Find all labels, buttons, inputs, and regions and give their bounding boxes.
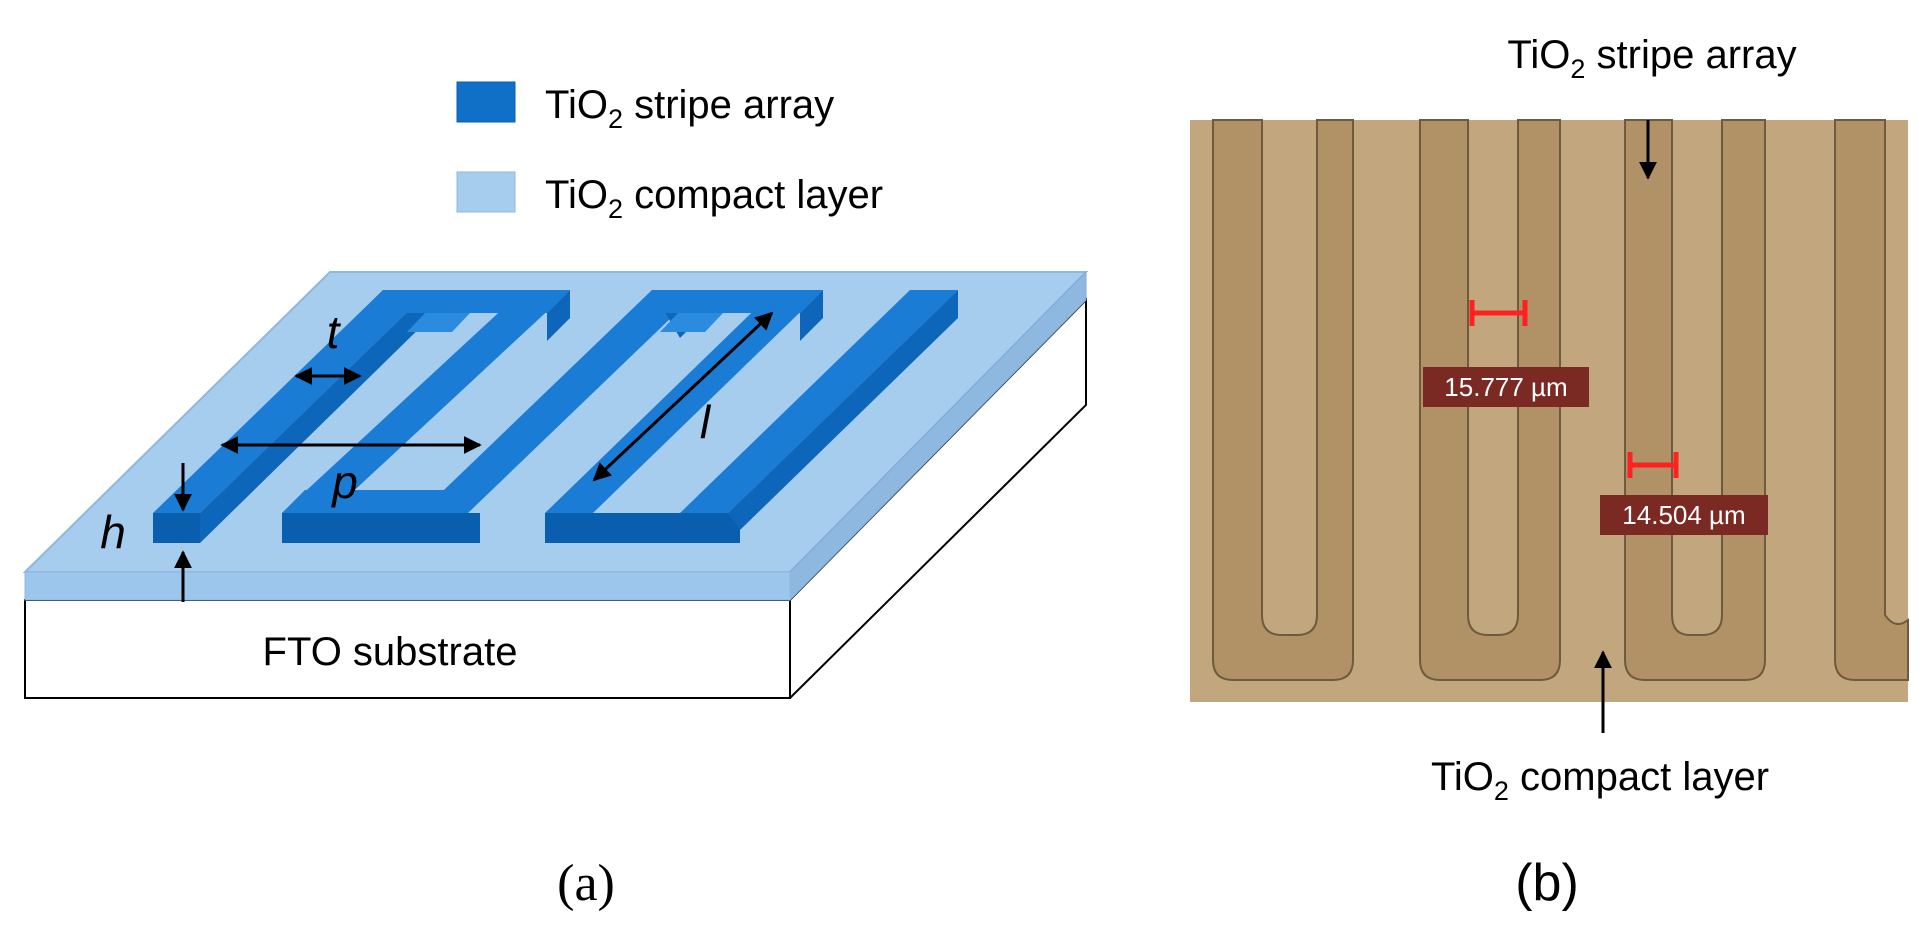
dimension-annotations: t p l h xyxy=(100,306,774,602)
scale-bars xyxy=(1469,300,1679,478)
stripe-1 xyxy=(153,290,430,513)
dim-l-label: l xyxy=(700,396,712,448)
dim-h-label: h xyxy=(100,506,126,558)
legend-swatch-compact xyxy=(456,171,516,213)
top-label: TiO2 stripe array xyxy=(1507,33,1796,84)
measurement-2-value: 14.504 µm xyxy=(1622,500,1745,530)
panel-b: 15.777 µm 14.504 µm TiO2 stripe array Ti… xyxy=(1190,33,1909,912)
connector-bottom-1 xyxy=(282,513,480,543)
measurement-label-2: 14.504 µm xyxy=(1600,495,1768,535)
caption-a: (a) xyxy=(557,855,615,912)
caption-b: (b) xyxy=(1515,854,1579,912)
legend-label-stripe: TiO2 stripe array xyxy=(545,83,834,134)
connector-top-2 xyxy=(630,290,823,313)
dim-t-label: t xyxy=(327,306,342,358)
measurement-label-1: 15.777 µm xyxy=(1423,367,1589,407)
legend: TiO2 stripe array TiO2 compact layer xyxy=(456,81,883,224)
l-arrow xyxy=(592,311,774,482)
stripe-2 xyxy=(282,290,570,513)
bottom-label: TiO2 compact layer xyxy=(1431,755,1769,806)
measurement-1-value: 15.777 µm xyxy=(1444,372,1567,402)
legend-label-compact: TiO2 compact layer xyxy=(545,173,883,224)
micrograph-stripes xyxy=(1212,119,1909,681)
dim-p-label: p xyxy=(330,456,358,508)
panel-a: TiO2 stripe array TiO2 compact layer FTO… xyxy=(22,81,1089,912)
legend-swatch-stripe xyxy=(456,81,516,123)
substrate-label: FTO substrate xyxy=(263,630,518,674)
